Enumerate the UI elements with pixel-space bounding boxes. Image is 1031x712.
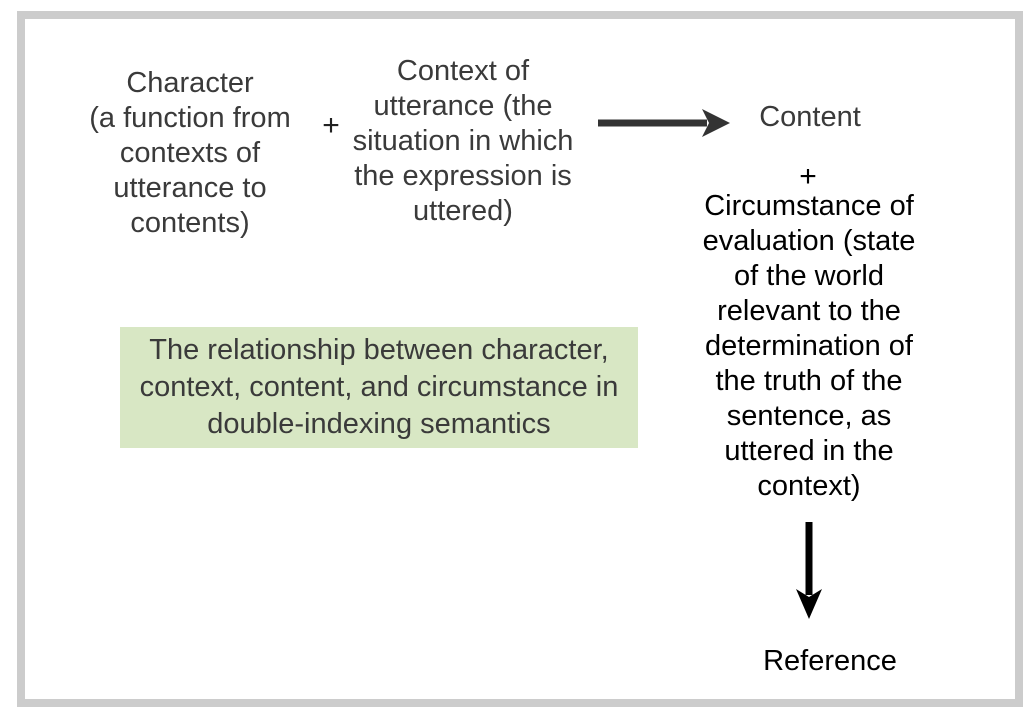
plus-sign-right: + xyxy=(799,160,817,193)
caption-text: The relationship between character, cont… xyxy=(139,334,619,440)
circumstance-of-evaluation-node: Circumstance of evaluation (state of the… xyxy=(702,190,916,502)
reference-node: Reference xyxy=(763,645,897,677)
context-of-utterance-node: Context of utterance (the situation in w… xyxy=(352,55,574,227)
right-arrow-icon xyxy=(598,109,730,137)
caption-box: The relationship between character, cont… xyxy=(120,327,638,448)
character-node: Character (a function from contexts of u… xyxy=(89,67,291,239)
plus-sign-left: + xyxy=(322,109,340,142)
down-arrow-icon xyxy=(796,522,822,619)
content-node: Content xyxy=(759,101,861,133)
